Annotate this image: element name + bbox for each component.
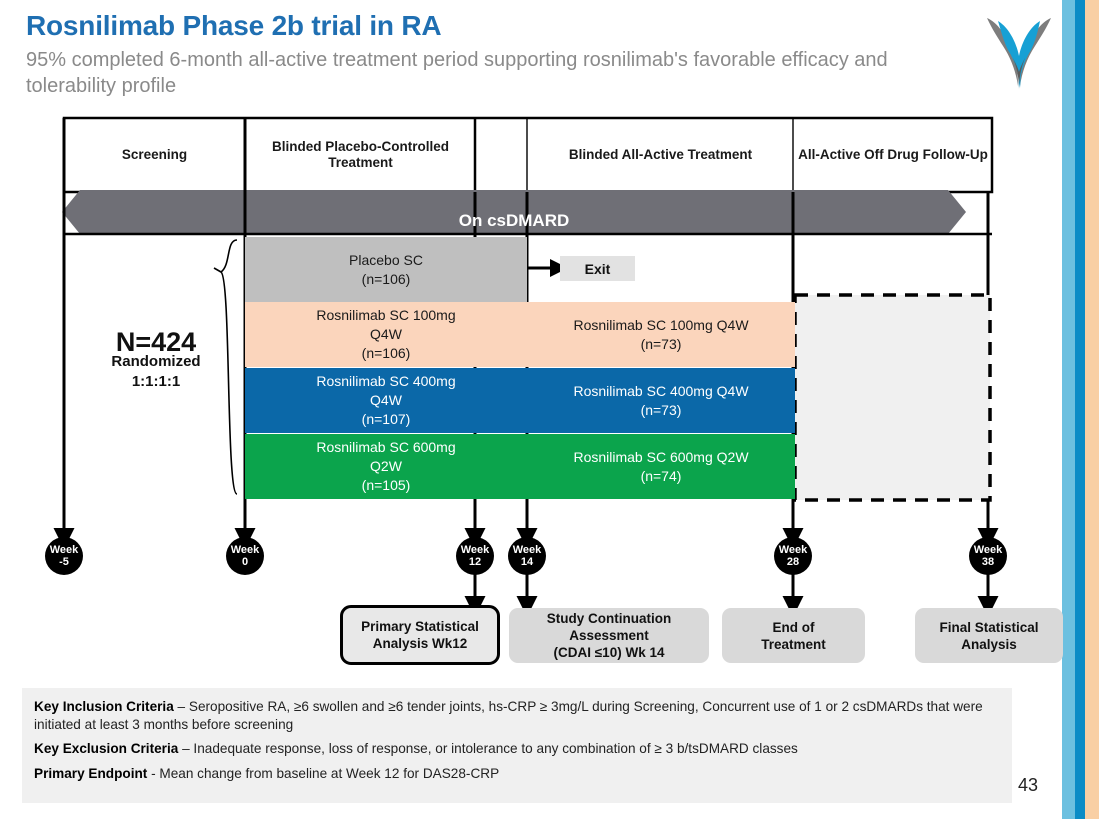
arm-bar-ros400-blinded: Rosnilimab SC 400mg Q4W (n=107) <box>245 368 527 433</box>
phase-header-blinded-placebo-controlled: Blinded Placebo-Controlled Treatment <box>248 118 473 192</box>
outcome-box-final-statistical-analysis: Final Statistical Analysis <box>915 608 1063 663</box>
primary-endpoint-label: Primary Endpoint <box>34 765 148 781</box>
phase-label: Blinded All-Active Treatment <box>568 147 753 162</box>
key-exclusion-criteria-text: – Inadequate response, loss of response,… <box>178 741 798 756</box>
outcome-box-primary-statistical-analysis: Primary Statistical Analysis Wk12 <box>340 605 500 665</box>
arm-line: Rosnilimab SC 100mg <box>316 307 456 323</box>
arm-line: Q2W <box>370 458 402 474</box>
outcome-box-study-continuation-assessment: Study Continuation Assessment (CDAI ≤10)… <box>509 608 709 663</box>
key-inclusion-criteria-line: Key Inclusion Criteria – Seropositive RA… <box>34 698 1000 733</box>
key-exclusion-criteria-label: Key Exclusion Criteria <box>34 741 179 756</box>
csdmard-bar-label: On csDMARD <box>458 211 570 230</box>
week-badge-0: Week 0 <box>226 537 264 575</box>
company-chevron-logo <box>980 12 1058 94</box>
arm-line: (n=106) <box>361 345 411 361</box>
arm-bar-ros100-blinded: Rosnilimab SC 100mg Q4W (n=106) <box>245 302 527 367</box>
arm-line: Rosnilimab SC 600mg Q2W <box>573 448 749 465</box>
arm-line: (n=73) <box>640 401 682 418</box>
key-exclusion-criteria-line: Key Exclusion Criteria – Inadequate resp… <box>34 740 1000 758</box>
phase-label: Screening <box>121 147 188 162</box>
exit-label: Exit <box>584 260 611 277</box>
phase-header-off-drug-follow-up: All-Active Off Drug Follow-Up <box>795 118 991 192</box>
arm-line: Rosnilimab SC 400mg Q4W <box>573 382 749 399</box>
edge-stripe-blue <box>1075 0 1085 819</box>
arm-line: Q4W <box>370 326 402 342</box>
randomization-n: N=424 <box>115 327 197 357</box>
arm-bar-ros100-all-active: Rosnilimab SC 100mg Q4W (n=73) <box>527 302 795 367</box>
key-inclusion-criteria-label: Key Inclusion Criteria <box>34 699 174 714</box>
page-title: Rosnilimab Phase 2b trial in RA <box>26 10 442 41</box>
phase-header-screening: Screening <box>64 118 245 192</box>
arm-line: (n=106) <box>361 270 411 287</box>
week-badge-14: Week 14 <box>508 537 546 575</box>
primary-endpoint-text: - Mean change from baseline at Week 12 f… <box>147 765 500 781</box>
primary-endpoint-line: Primary Endpoint - Mean change from base… <box>34 765 1000 783</box>
week-badge-28: Week 28 <box>774 537 812 575</box>
trial-design-diagram: Screening Blinded Placebo-Controlled Tre… <box>0 110 1063 690</box>
page-subtitle: 95% completed 6-month all-active treatme… <box>26 49 888 97</box>
week-badge-38: Week 38 <box>969 537 1007 575</box>
arm-line: Placebo SC <box>349 251 423 268</box>
arm-line: Rosnilimab SC 600mg <box>316 439 456 455</box>
edge-stripe-light-blue <box>1062 0 1075 819</box>
arm-bar-ros600-blinded: Rosnilimab SC 600mg Q2W (n=105) <box>245 434 527 499</box>
week-badge-12: Week 12 <box>456 537 494 575</box>
randomization-word: Randomized <box>111 353 201 370</box>
arm-line: (n=73) <box>640 335 682 352</box>
criteria-footer: Key Inclusion Criteria – Seropositive RA… <box>22 688 1012 803</box>
arm-bar-ros600-all-active: Rosnilimab SC 600mg Q2W (n=74) <box>527 434 795 499</box>
randomization-label: N=424 Randomized 1:1:1:1 <box>76 327 236 392</box>
phase-header-blinded-all-active: Blinded All-Active Treatment <box>530 118 791 192</box>
arm-bar-ros400-all-active: Rosnilimab SC 400mg Q4W (n=73) <box>527 368 795 433</box>
randomization-ratio: 1:1:1:1 <box>131 373 181 390</box>
arm-line: Q4W <box>370 392 402 408</box>
phase-label: All-Active Off Drug Follow-Up <box>798 147 988 162</box>
arm-line: (n=105) <box>361 477 411 493</box>
arm-line: Rosnilimab SC 100mg Q4W <box>573 316 749 333</box>
phase-label: Blinded Placebo-Controlled Treatment <box>271 139 449 170</box>
edge-stripe-peach <box>1085 0 1099 819</box>
page-number: 43 <box>1018 775 1039 795</box>
arm-bar-placebo: Placebo SC (n=106) <box>245 237 527 302</box>
week-badge-minus5: Week -5 <box>45 537 83 575</box>
outcome-box-end-of-treatment: End of Treatment <box>722 608 865 663</box>
arm-line: Rosnilimab SC 400mg <box>316 373 456 389</box>
exit-box: Exit <box>560 256 635 281</box>
arm-line: (n=107) <box>361 411 411 427</box>
key-inclusion-criteria-text: – Seropositive RA, ≥6 swollen and ≥6 ten… <box>34 699 983 732</box>
arm-line: (n=74) <box>640 467 682 484</box>
